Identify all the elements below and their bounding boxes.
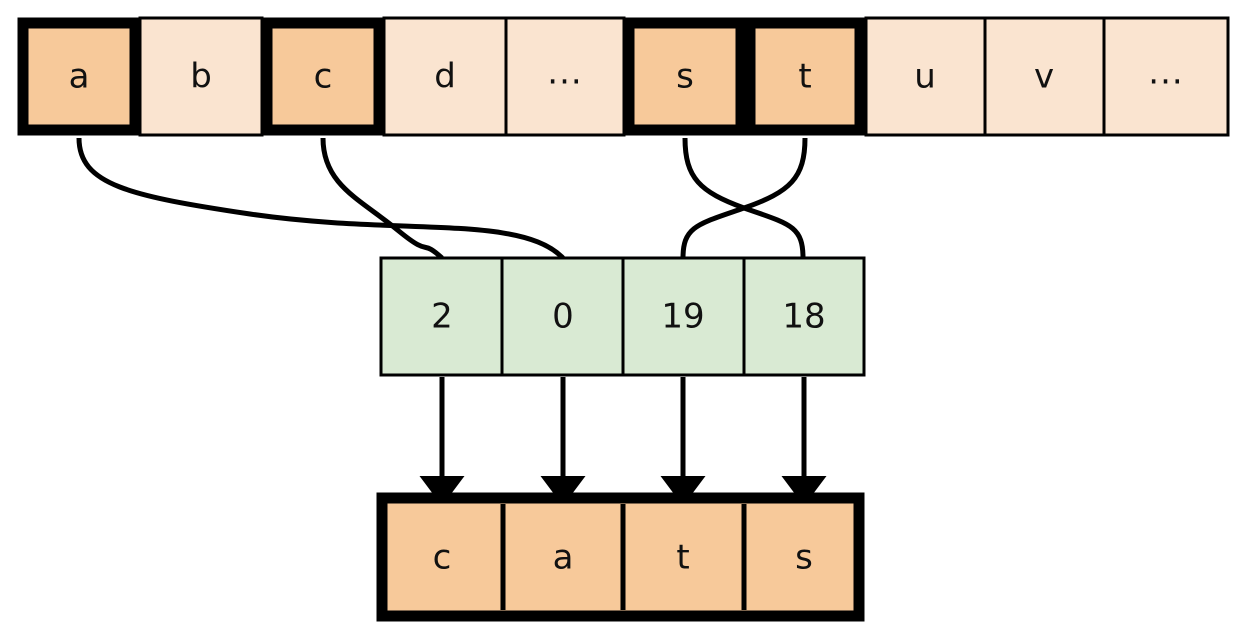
output-row: c a t s bbox=[376, 492, 865, 622]
alphabet-label-3: d bbox=[434, 57, 456, 97]
alphabet-cell-ellipsis-2[interactable] bbox=[1102, 16, 1230, 137]
index-label-0: 2 bbox=[431, 297, 453, 337]
alphabet-label-1: b bbox=[190, 57, 212, 97]
index-label-1: 0 bbox=[552, 297, 574, 337]
connector-a-to-0 bbox=[76, 137, 565, 260]
alphabet-label-2: c bbox=[314, 57, 333, 97]
output-label-2: t bbox=[676, 538, 689, 578]
alphabet-cell-a[interactable] bbox=[17, 17, 141, 136]
alphabet-label-4: ... bbox=[547, 53, 582, 93]
index-row: 2 0 19 18 bbox=[379, 256, 866, 377]
mapping-connectors bbox=[76, 137, 808, 260]
index-label-2: 19 bbox=[661, 297, 704, 337]
alphabet-label-5: s bbox=[676, 57, 694, 97]
alphabet-label-8: v bbox=[1034, 57, 1054, 97]
alphabet-cell-s[interactable] bbox=[623, 17, 747, 136]
alphabet-row: a b c d ... s t u v ... bbox=[17, 16, 1230, 137]
alphabet-label-0: a bbox=[69, 57, 90, 97]
connector-t-to-19 bbox=[680, 137, 808, 259]
output-label-1: a bbox=[553, 538, 574, 578]
alphabet-label-7: u bbox=[914, 57, 936, 97]
alphabet-cell-t[interactable] bbox=[744, 17, 866, 136]
output-arrows bbox=[419, 377, 827, 506]
alphabet-cell-c[interactable] bbox=[261, 17, 385, 136]
alphabet-cell-v[interactable] bbox=[983, 16, 1106, 137]
index-label-3: 18 bbox=[782, 297, 825, 337]
alphabet-label-9: ... bbox=[1148, 53, 1183, 93]
alphabet-cell-ellipsis-1[interactable] bbox=[504, 16, 626, 137]
connector-s-to-18 bbox=[682, 137, 806, 259]
alphabet-label-6: t bbox=[798, 57, 811, 97]
index-cell-3[interactable] bbox=[742, 256, 866, 377]
output-label-3: s bbox=[795, 538, 813, 578]
index-cell-1[interactable] bbox=[500, 256, 625, 377]
output-label-0: c bbox=[433, 538, 452, 578]
connector-c-to-2 bbox=[320, 137, 444, 260]
alphabet-cell-d[interactable] bbox=[382, 16, 508, 137]
index-cell-2[interactable] bbox=[621, 256, 746, 377]
